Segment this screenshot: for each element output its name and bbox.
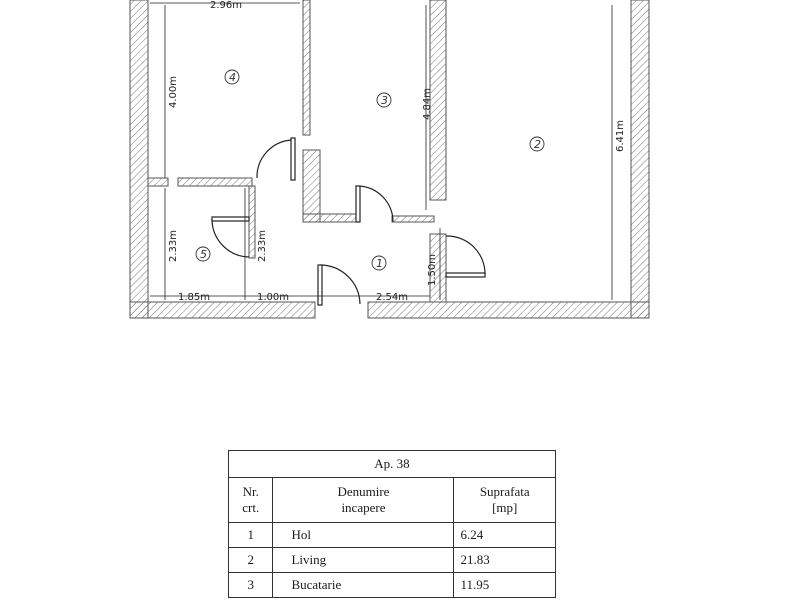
room-marker-3: 3 xyxy=(376,92,392,108)
walls xyxy=(129,0,650,319)
header-area: Suprafata [mp] xyxy=(453,477,556,523)
room-marker-1: 1 xyxy=(371,255,387,271)
row-nr: 3 xyxy=(227,572,274,598)
door-room5 xyxy=(211,216,250,258)
dim-bottom-3: 2.54m xyxy=(376,292,408,303)
room-markers: 4 3 2 5 1 xyxy=(195,69,545,271)
wall-bottom-right xyxy=(367,301,650,319)
wall-right xyxy=(630,0,650,319)
door-room3 xyxy=(355,185,394,223)
table-row: 2 Living 21.83 xyxy=(227,547,556,573)
dim-room5-height-right: 2.33m xyxy=(257,230,268,262)
dim-room4-width: 2.96m xyxy=(210,0,242,11)
wall-room4-bottom-b xyxy=(177,177,253,187)
dimension-labels: 2.96m 4.00m 4.84m 6.41m 2.33m 2.33m 1.50… xyxy=(168,0,626,303)
row-area: 21.83 xyxy=(453,547,556,573)
row-name: Hol xyxy=(272,522,455,548)
room-number-1: 1 xyxy=(376,257,383,270)
table-title-row: Ap. 38 xyxy=(228,450,556,478)
header-name: Denumire incapere xyxy=(272,477,455,523)
room-number-3: 3 xyxy=(381,94,388,107)
row-area: 6.24 xyxy=(453,522,556,548)
dim-room2-height: 6.41m xyxy=(615,120,626,152)
wall-bottom-left xyxy=(129,301,316,319)
room-number-4: 4 xyxy=(229,71,236,84)
room-marker-4: 4 xyxy=(224,69,240,85)
door-entrance xyxy=(317,264,361,306)
dim-bottom-1: 1.85m xyxy=(178,292,210,303)
dim-bottom-2: 1.00m xyxy=(257,292,289,303)
area-table: Ap. 38 Nr. crt. Denumire incapere Supraf… xyxy=(227,450,556,598)
row-area: 11.95 xyxy=(453,572,556,598)
dimension-lines xyxy=(150,2,613,300)
row-nr: 2 xyxy=(227,547,274,573)
wall-hall-right xyxy=(429,233,447,303)
row-nr: 1 xyxy=(227,522,274,548)
wall-room4-bottom-a xyxy=(147,177,169,187)
wall-room4-right xyxy=(302,0,311,136)
dim-room5-height-left: 2.33m xyxy=(168,230,179,262)
door-room4 xyxy=(256,137,296,181)
header-nr: Nr. crt. xyxy=(227,477,274,523)
wall-room3-bottom xyxy=(302,213,359,223)
table-header-row: Nr. crt. Denumire incapere Suprafata [mp… xyxy=(227,477,556,523)
table-title: Ap. 38 xyxy=(228,450,556,478)
wall-left xyxy=(129,0,149,319)
table-row: 1 Hol 6.24 xyxy=(227,522,556,548)
wall-room3-right xyxy=(429,0,447,201)
doors xyxy=(211,137,486,306)
room-number-2: 2 xyxy=(534,138,541,151)
row-name: Living xyxy=(272,547,455,573)
wall-small-b xyxy=(391,215,435,223)
table-row: 3 Bucatarie 11.95 xyxy=(227,572,556,598)
room-marker-2: 2 xyxy=(529,136,545,152)
room-marker-5: 5 xyxy=(195,246,211,262)
room-number-5: 5 xyxy=(200,248,207,261)
row-name: Bucatarie xyxy=(272,572,455,598)
dim-room4-height: 4.00m xyxy=(168,76,179,108)
wall-room5-right xyxy=(248,185,256,259)
dim-room3-height: 4.84m xyxy=(422,88,433,120)
wall-room3-left-lower xyxy=(302,149,321,223)
dim-hall-height: 1.50m xyxy=(427,254,438,286)
door-living xyxy=(445,235,486,278)
